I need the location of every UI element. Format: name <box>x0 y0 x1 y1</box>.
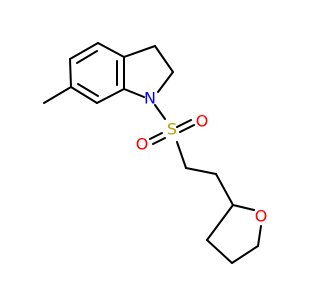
bond-c3-c2 <box>154 45 174 73</box>
atom-oxygen-top: O <box>196 112 209 131</box>
bond-c3a-c3 <box>123 45 156 58</box>
atom-labels: N S O O O <box>136 89 268 226</box>
bond-thf-c2-o <box>232 204 255 211</box>
bond-s-o-left-b <box>152 137 166 145</box>
molecule-structure-diagram: N S O O O <box>43 42 268 264</box>
bond-ring-c7-c6 <box>70 86 98 104</box>
bond-n-c7a <box>123 88 145 98</box>
bond-methyl <box>43 86 72 104</box>
bond-ring-c5-c4 <box>69 42 99 60</box>
bond-thf-c4-c3 <box>206 239 233 264</box>
bond-thf-c5-c4 <box>231 245 259 264</box>
atom-oxygen-left: O <box>136 135 149 154</box>
bond-c2-n <box>157 71 174 93</box>
bonds <box>43 42 262 264</box>
bond-ring-double-1 <box>76 50 98 64</box>
bond-ring-c4-c3a <box>97 42 125 58</box>
bond-s-o-top-a <box>176 119 192 128</box>
bond-n-s <box>154 104 166 120</box>
atom-nitrogen: N <box>144 89 156 108</box>
bond-thf-o-c5 <box>257 225 262 247</box>
bond-ring-c6-c5 <box>69 58 72 88</box>
bond-s-o-left-a <box>149 132 163 140</box>
bond-thf-c3-c2 <box>206 204 234 241</box>
bond-ring-double-3 <box>77 83 99 97</box>
bond-s-o-top-b <box>179 124 195 133</box>
atom-sulfur: S <box>167 120 177 139</box>
atom-oxygen-ring: O <box>255 207 268 226</box>
bond-ch2-ch2 <box>185 167 217 175</box>
bond-ring-c7a-c7 <box>96 88 125 104</box>
bond-ch2-thf <box>215 173 234 206</box>
bond-s-ch2 <box>176 141 187 169</box>
